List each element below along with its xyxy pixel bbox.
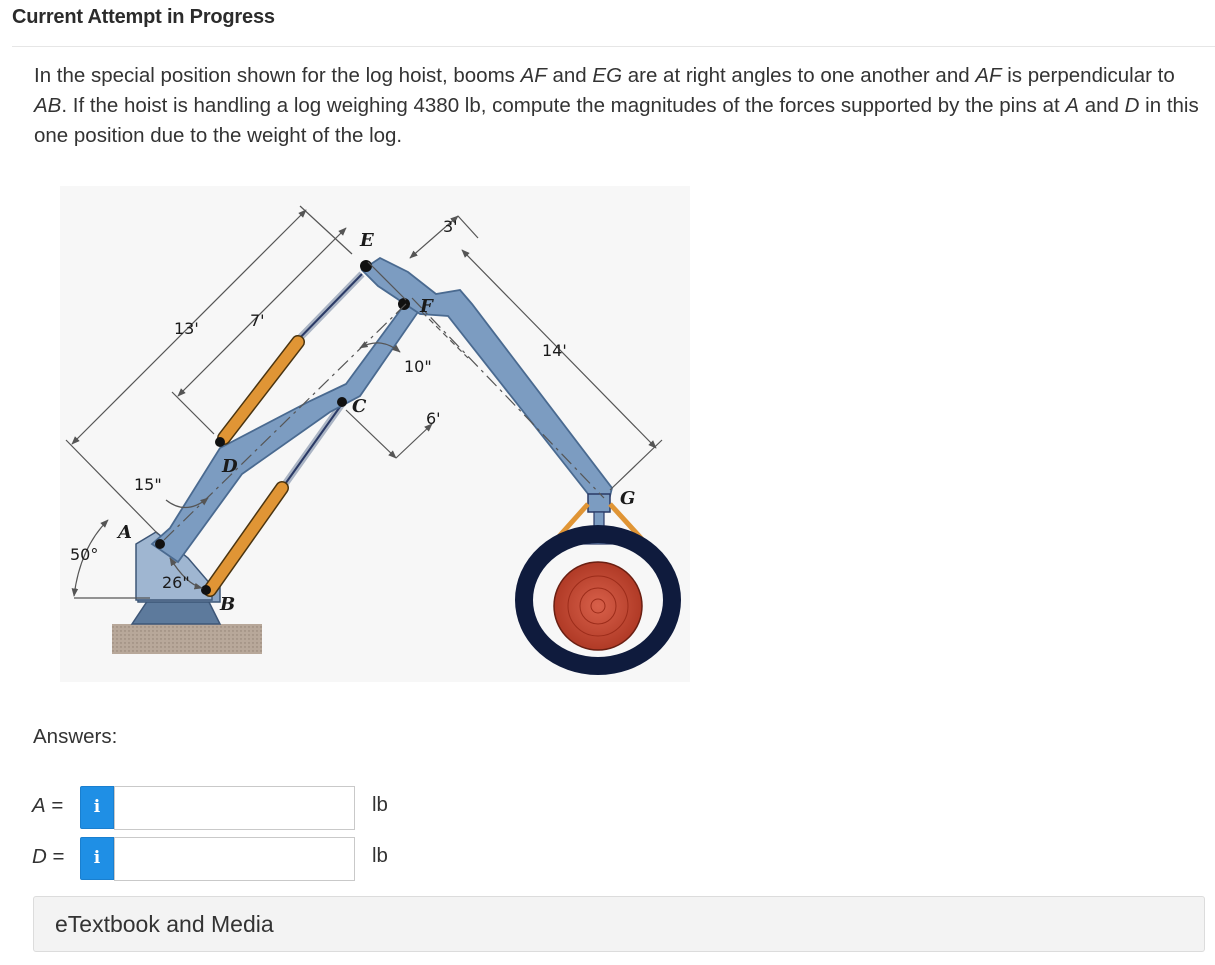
question-var: A	[1065, 94, 1080, 117]
question-part: In the special position shown for the lo…	[34, 64, 521, 87]
question-var: D	[1124, 94, 1140, 117]
log-ring	[567, 575, 629, 637]
pin-e	[360, 260, 372, 272]
ext-line	[171, 391, 215, 435]
question-part: and	[1079, 94, 1125, 117]
header-divider	[12, 46, 1215, 47]
answer-var-d: D =	[32, 845, 64, 869]
unit-label-d: lb	[372, 844, 388, 867]
arc-15in	[165, 497, 209, 509]
ext-line	[395, 423, 433, 459]
dim-label-13ft: 13'	[174, 319, 199, 338]
ext-line	[65, 439, 159, 535]
ext-line	[367, 261, 407, 301]
dim-label-14ft: 14'	[542, 341, 567, 360]
info-button-a[interactable]: i	[80, 786, 114, 829]
answer-row-d: D = i lb	[32, 836, 432, 882]
point-label-f: F	[419, 296, 434, 317]
point-label-a: A	[116, 522, 132, 543]
ext-line	[609, 439, 663, 491]
question-var: AF	[520, 64, 547, 87]
point-label-b: B	[219, 594, 235, 615]
dim-line-14ft	[461, 249, 657, 449]
grapple-head	[587, 493, 611, 513]
question-part: is perpendicular to	[1001, 64, 1175, 87]
question-text: In the special position shown for the lo…	[34, 61, 1209, 151]
dim-line-6ft	[421, 311, 469, 359]
arc-10in	[359, 341, 401, 353]
log-end	[553, 561, 643, 651]
arc-26in	[169, 557, 203, 590]
question-part: . If the hoist is handling a log weighin…	[61, 94, 1066, 117]
question-part: in this one position due to the weight o…	[34, 94, 1199, 147]
log-ring	[590, 598, 606, 614]
ext-line	[457, 215, 479, 239]
etextbook-media-button[interactable]: eTextbook and Media	[33, 896, 1205, 952]
base-pedestal	[130, 599, 222, 625]
log-ring	[579, 587, 617, 625]
info-button-d[interactable]: i	[80, 837, 114, 880]
question-part: and	[546, 64, 593, 87]
question-var: AF	[975, 64, 1002, 87]
point-label-e: E	[359, 230, 374, 251]
dim-line-6ft-b	[345, 409, 397, 459]
angle-50	[71, 519, 109, 597]
ground	[112, 624, 262, 654]
page-title: Current Attempt in Progress	[12, 6, 275, 28]
log-hoist-figure: 13' 7' 3' 14' 10" 6' 15" 26" 50° E F C D…	[60, 186, 690, 682]
answer-row-a: A = i lb	[32, 785, 432, 831]
answer-var-a: A =	[32, 794, 63, 818]
dim-label-15in: 15"	[134, 475, 162, 494]
var-symbol: D	[32, 845, 47, 868]
answers-label: Answers:	[33, 725, 118, 748]
point-label-c: C	[352, 396, 367, 417]
equals-sign: =	[45, 794, 64, 817]
dim-line-3ft	[409, 215, 459, 259]
question-var: AB	[34, 94, 62, 117]
pin-d	[215, 437, 225, 447]
point-label-g: G	[620, 488, 635, 509]
dim-label-3ft: 3'	[443, 217, 458, 236]
answer-input-d[interactable]	[114, 837, 355, 881]
unit-label-a: lb	[372, 793, 388, 816]
boom-eg-centerline	[411, 297, 605, 499]
grapple-tongs	[515, 525, 681, 675]
point-label-d: D	[221, 456, 238, 477]
lower-cylinder-rod-edge	[277, 403, 343, 495]
var-symbol: A	[32, 794, 46, 817]
pin-f	[398, 298, 410, 310]
answer-input-a[interactable]	[114, 786, 355, 830]
pin-c	[337, 397, 347, 407]
dim-line-7ft	[177, 227, 347, 397]
pin-b	[201, 585, 211, 595]
dim-label-10in: 10"	[404, 357, 432, 376]
dim-label-50deg: 50°	[70, 545, 98, 564]
dim-label-6ft: 6'	[426, 409, 441, 428]
question-part: are at right angles to one another and	[622, 64, 976, 87]
question-var: EG	[592, 64, 623, 87]
lower-cylinder-fill	[204, 482, 288, 596]
dim-label-26in: 26"	[162, 573, 190, 592]
pin-a	[155, 539, 165, 549]
dim-label-7ft: 7'	[250, 311, 265, 330]
equals-sign: =	[46, 845, 65, 868]
